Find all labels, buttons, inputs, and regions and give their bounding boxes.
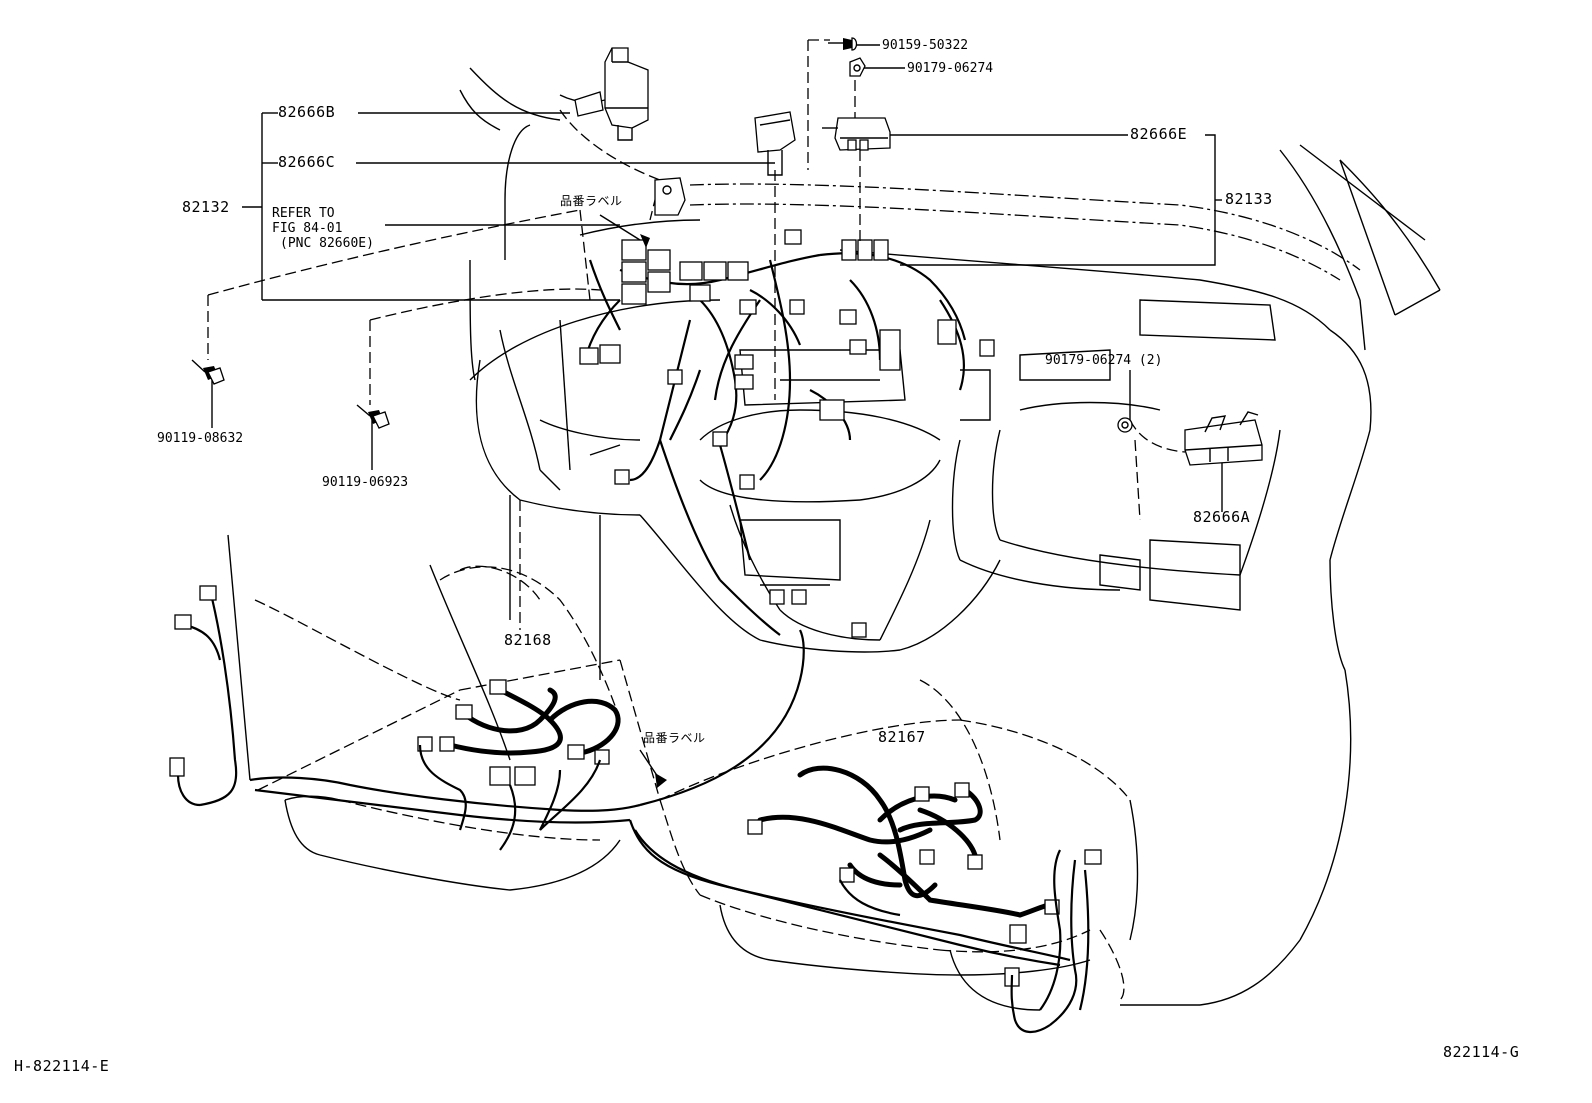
nut-90179-2	[1117, 417, 1133, 433]
relay-82666C	[754, 111, 796, 176]
refer-note-line2: FIG 84-01	[272, 221, 343, 236]
bracket-left	[654, 177, 686, 216]
callout-82666C: 82666C	[278, 153, 336, 171]
ip-connectors	[579, 229, 995, 638]
relay-82666E	[822, 117, 891, 151]
left-seat	[169, 566, 661, 891]
ip-harness	[583, 252, 967, 636]
bolt-90119-06923	[356, 404, 390, 429]
callout-90119-08632: 90119-08632	[157, 431, 244, 446]
dashboard-outline	[579, 183, 1372, 1006]
fastener-90159	[828, 37, 858, 51]
label-tag-upper: 品番ラベル	[560, 194, 623, 208]
bolt-90119-08632	[191, 359, 225, 385]
refer-note-line1: REFER TO	[272, 206, 335, 221]
figure-code-left: H-822114-E	[14, 1057, 110, 1075]
label-tag-arrowhead-lower	[655, 773, 667, 788]
refer-note-line3: (PNC 82660E)	[280, 236, 374, 251]
callout-82133: 82133	[1225, 190, 1273, 208]
a-pillar-right	[1279, 144, 1441, 351]
callout-90159-50322: 90159-50322	[882, 38, 969, 53]
leader-lines	[211, 44, 1223, 781]
label-tag-lower: 品番ラベル	[643, 731, 706, 745]
right-seat	[628, 629, 1139, 1033]
callout-82666E: 82666E	[1130, 125, 1188, 143]
callout-90179-06274: 90179-06274	[907, 61, 994, 76]
figure-code-right: 822114-G	[1443, 1043, 1520, 1061]
relay-82666B	[559, 47, 649, 141]
callout-82666A: 82666A	[1193, 508, 1251, 526]
callout-90179-06274-qty2: 90179-06274 (2)	[1045, 353, 1163, 368]
fastener-90179	[849, 57, 866, 77]
callout-82168: 82168	[504, 631, 552, 649]
callout-82132: 82132	[182, 198, 230, 216]
left-footwell	[227, 495, 601, 781]
label-tag-arrowhead-upper	[640, 234, 650, 248]
a-pillar-left	[459, 67, 561, 381]
assembly-dashed-lines	[207, 39, 1186, 521]
callout-90119-06923: 90119-06923	[322, 475, 409, 490]
callout-82167: 82167	[878, 728, 926, 746]
relay-82666A	[1184, 411, 1263, 466]
callout-82666B: 82666B	[278, 103, 336, 121]
instrument-panel	[469, 299, 1001, 653]
